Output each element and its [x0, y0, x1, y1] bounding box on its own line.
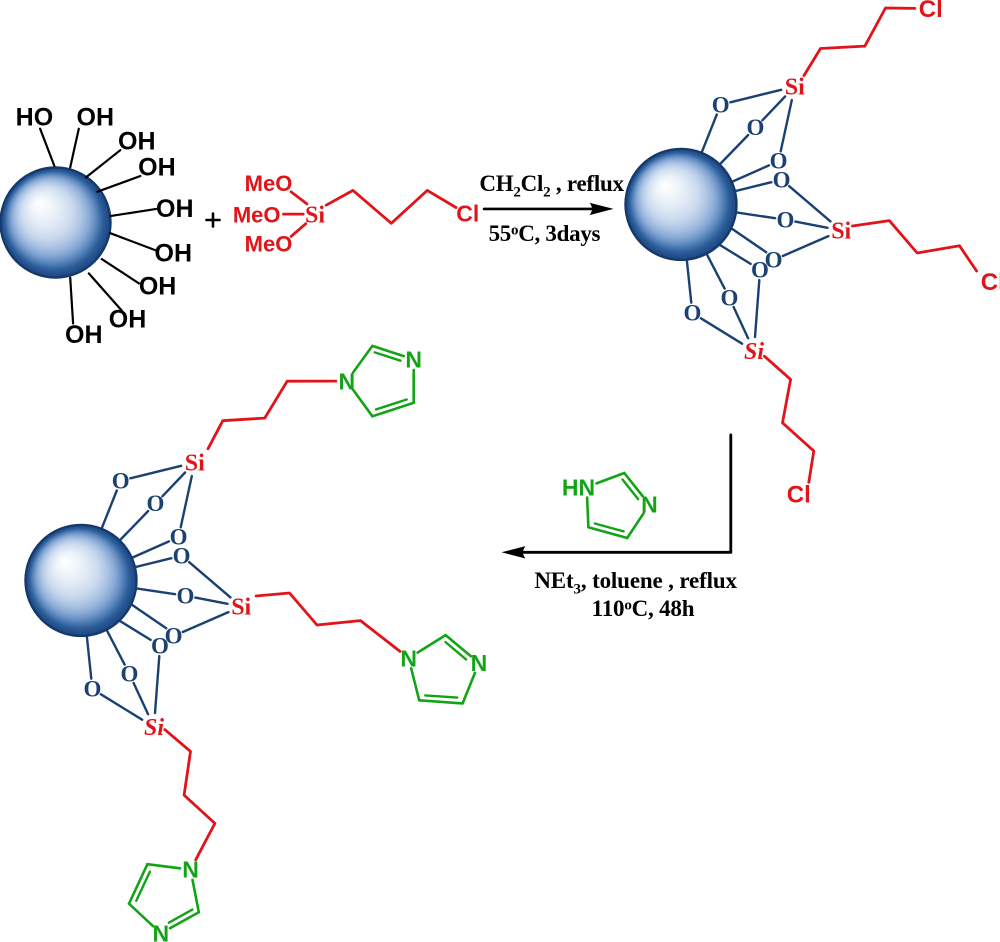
svg-text:MeO: MeO — [245, 171, 293, 196]
svg-text:N: N — [400, 645, 417, 671]
svg-text:O: O — [112, 468, 130, 493]
svg-text:Si: Si — [231, 595, 251, 621]
svg-text:HN: HN — [562, 474, 595, 500]
svg-text:MeO: MeO — [245, 232, 293, 257]
svg-text:N: N — [641, 492, 658, 518]
svg-text:OH: OH — [155, 240, 193, 268]
svg-text:Cl: Cl — [787, 482, 811, 509]
svg-text:O: O — [165, 624, 183, 649]
svg-text:O: O — [147, 491, 165, 516]
svg-text:Si: Si — [185, 450, 205, 476]
svg-text:N: N — [338, 368, 355, 394]
svg-text:OH: OH — [156, 195, 194, 223]
svg-text:O: O — [151, 634, 169, 659]
svg-text:CH2Cl2 , reflux: CH2Cl2 , reflux — [479, 171, 624, 201]
svg-text:O: O — [173, 543, 191, 568]
svg-text:HO: HO — [16, 103, 54, 131]
svg-text:O: O — [747, 115, 765, 140]
svg-text:O: O — [751, 258, 769, 283]
svg-text:OH: OH — [109, 305, 147, 333]
svg-text:Si: Si — [785, 74, 805, 100]
svg-text:O: O — [770, 149, 788, 174]
svg-text:N: N — [471, 650, 488, 676]
svg-text:O: O — [170, 525, 188, 550]
svg-text:O: O — [765, 248, 783, 273]
svg-text:N: N — [182, 857, 199, 883]
svg-text:O: O — [720, 286, 738, 311]
svg-text:OH: OH — [118, 128, 156, 156]
svg-text:Cl: Cl — [456, 201, 479, 227]
svg-text:Si: Si — [305, 202, 325, 228]
svg-text:Si: Si — [144, 715, 164, 741]
svg-text:O: O — [683, 301, 701, 326]
svg-text:O: O — [120, 662, 138, 687]
svg-text:OH: OH — [77, 103, 115, 131]
svg-text:55oC, 3days: 55oC, 3days — [489, 221, 601, 246]
svg-text:Cl: Cl — [981, 269, 1000, 296]
svg-text:OH: OH — [139, 272, 177, 300]
svg-text:Si: Si — [744, 339, 764, 365]
svg-text:Si: Si — [831, 219, 851, 245]
svg-text:O: O — [83, 677, 101, 702]
svg-text:OH: OH — [65, 321, 103, 349]
svg-text:OH: OH — [138, 154, 176, 182]
svg-text:MeO: MeO — [233, 202, 281, 227]
svg-text:O: O — [773, 167, 791, 192]
svg-text:N: N — [152, 921, 169, 942]
svg-text:Cl: Cl — [919, 0, 943, 23]
svg-text:O: O — [177, 583, 195, 608]
svg-text:110oC, 48h: 110oC, 48h — [592, 596, 695, 621]
svg-text:NEt3, toluene , reflux: NEt3, toluene , reflux — [534, 568, 737, 598]
svg-text:N: N — [405, 347, 422, 373]
svg-text:O: O — [712, 92, 730, 117]
svg-text:O: O — [777, 207, 795, 232]
